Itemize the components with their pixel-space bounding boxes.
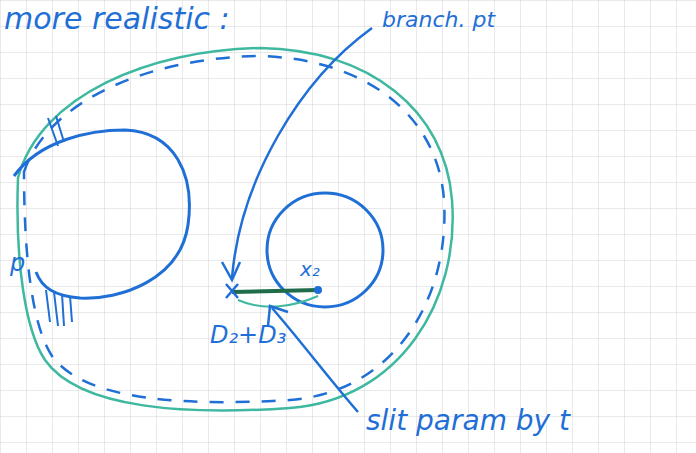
hatch [46,290,72,326]
point-label: p [10,250,25,276]
arrow-head [222,262,240,280]
callout-label: slit param by t [366,406,570,437]
branch-point-mark [226,284,238,298]
point [314,286,322,294]
region-label: D₂+D₃ [210,322,286,348]
callout-label: branch. pt [382,8,495,32]
heading-note: more realistic : [4,2,230,35]
leader-line [232,28,372,278]
slit [232,290,318,292]
point-label: x₂ [300,258,320,280]
dashed-contour [24,56,444,402]
left-hole [14,130,189,298]
hatch [48,116,64,146]
slit-contour [238,296,318,307]
outer-contour [17,48,452,411]
